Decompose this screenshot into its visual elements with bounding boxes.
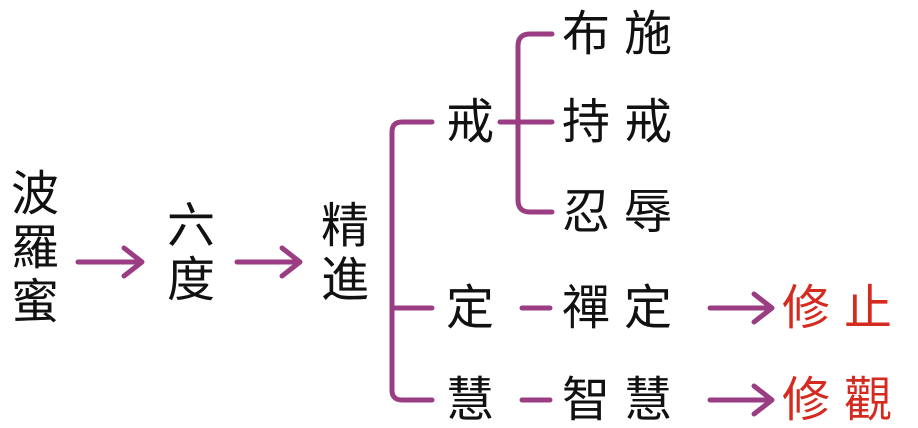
node-diligence: 精進 [312,200,368,308]
node-giving: 布施 [562,6,687,62]
node-paramita: 波羅蜜 [2,168,58,330]
node-patience: 忍辱 [562,184,687,240]
arrowhead-paramita-to-six [121,245,145,279]
arrowhead-six-to-diligence [279,245,303,279]
node-concentration: 定 [446,280,495,336]
node-prajna: 智慧 [562,372,687,428]
node-cultivate-cessation: 修止 [782,280,907,336]
arrowhead-dhyana-to-cessation [751,291,775,325]
node-wisdom: 慧 [446,372,495,428]
node-keeping-precepts: 持戒 [562,94,687,150]
node-precept: 戒 [446,94,495,150]
node-six-perfections: 六度 [158,200,214,308]
node-cultivate-insight: 修觀 [782,372,907,428]
bracket-precept [497,31,555,215]
bracket-main [389,119,435,403]
arrowhead-prajna-to-insight [751,383,775,417]
node-dhyana: 禪定 [562,280,687,336]
